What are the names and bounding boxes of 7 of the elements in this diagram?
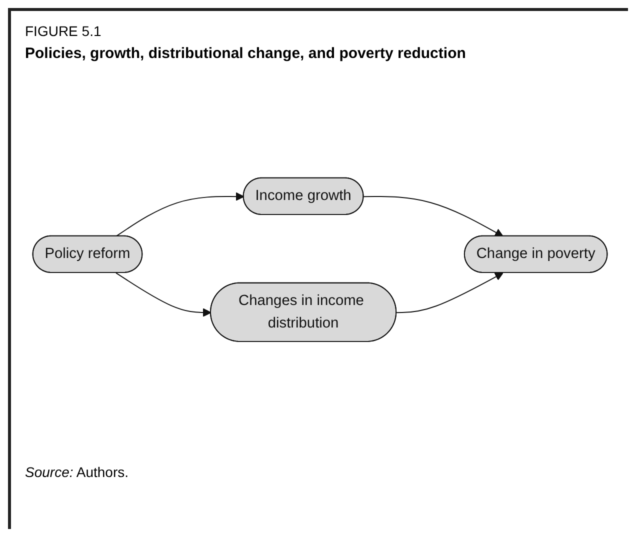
arrow <box>116 192 244 238</box>
arrow <box>363 196 504 238</box>
figure-title: Policies, growth, distributional change, and poverty reduction <box>25 45 466 62</box>
arrow <box>396 272 504 314</box>
source-note: Source: Authors. <box>25 464 129 480</box>
arrow <box>116 272 212 318</box>
figure-number: FIGURE 5.1 <box>25 23 102 39</box>
